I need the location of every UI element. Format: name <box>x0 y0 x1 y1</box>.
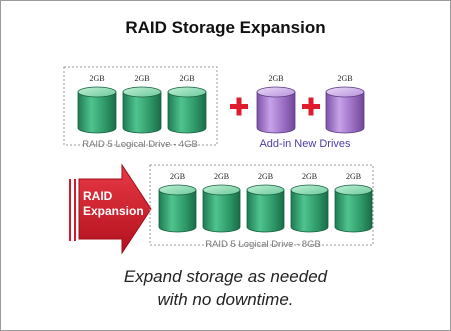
bottom-group-box <box>149 164 374 246</box>
drive-cylinder <box>290 184 329 233</box>
plus-icon <box>302 97 320 116</box>
drive-cylinder <box>77 86 117 134</box>
drive-cylinder <box>202 184 241 233</box>
drive-capacity-label: 2GB <box>89 74 104 83</box>
drive-capacity-label: 2GB <box>258 172 273 181</box>
bottom-drive-group: 2GB 2GB 2GB 2GB 2GB <box>158 172 373 233</box>
add-in-drive-group: 2GB 2GB <box>256 74 365 134</box>
drive-capacity-label: 2GB <box>268 74 283 83</box>
plus-icon <box>230 97 248 116</box>
top-drive-group: 2GB 2GB 2GB <box>77 74 207 134</box>
drive-capacity-label: 2GB <box>337 74 352 83</box>
drive-cylinder <box>334 184 373 233</box>
top-group-box <box>63 66 218 146</box>
diagram-title: RAID Storage Expansion <box>125 18 326 37</box>
drive-cylinder <box>256 86 296 134</box>
drive-capacity-label: 2GB <box>134 74 149 83</box>
drive-cylinder <box>167 86 207 134</box>
raid-expansion-arrow: RAID Expansion <box>69 163 152 255</box>
footer-caption: Expand storage as needed with no downtim… <box>1 265 450 311</box>
arrow-label-line1: RAID <box>83 189 113 203</box>
drive-cylinder <box>246 184 285 233</box>
footer-line-2: with no downtime. <box>157 290 294 309</box>
drive-capacity-label: 2GB <box>346 172 361 181</box>
bottom-group-caption: RAID 5 Logical Drive - 8GB <box>205 239 321 250</box>
drive-cylinder <box>158 184 197 233</box>
drive-capacity-label: 2GB <box>302 172 317 181</box>
drive-cylinder <box>325 86 365 134</box>
top-group-caption: RAID 5 Logical Drive - 4GB <box>82 139 198 150</box>
drive-capacity-label: 2GB <box>170 172 185 181</box>
drive-cylinder <box>122 86 162 134</box>
drive-capacity-label: 2GB <box>214 172 229 181</box>
arrow-label-line2: Expansion <box>83 204 144 218</box>
add-in-caption: Add-in New Drives <box>259 138 351 150</box>
footer-line-1: Expand storage as needed <box>123 267 328 286</box>
drive-capacity-label: 2GB <box>179 74 194 83</box>
